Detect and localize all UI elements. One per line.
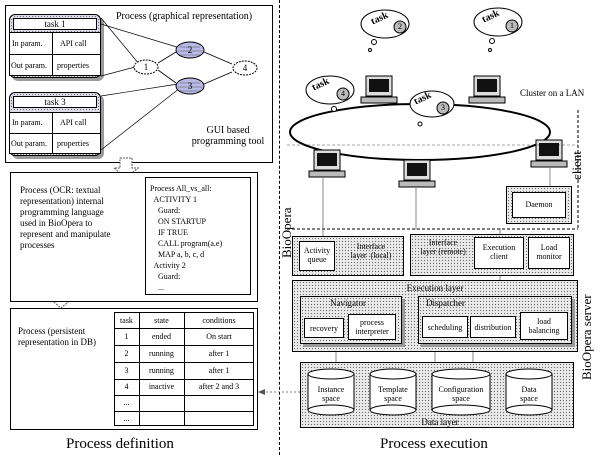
- process-definition-caption: Process definition: [66, 436, 174, 452]
- process-interpreter-box: [348, 314, 396, 340]
- task-3-properties: properties: [57, 139, 89, 148]
- db-description: Process (persistent representation in DB…: [18, 326, 96, 347]
- node-4-label: 4: [242, 63, 248, 73]
- db-header: task: [120, 316, 133, 325]
- load-balancing-box: [520, 312, 568, 340]
- activity-queue-box: [299, 241, 335, 271]
- task-number: 2: [398, 22, 402, 31]
- task-3-divider-h: [9, 133, 101, 134]
- db-cell: ...: [123, 414, 130, 423]
- load-monitor-label: Load monitor: [536, 243, 562, 261]
- configuration-space-label: Configuration space: [438, 385, 484, 403]
- task-number: 4: [341, 89, 345, 98]
- db-cell: after 2 and 3: [198, 382, 240, 391]
- recovery-box: [304, 318, 344, 338]
- instance-space-label: Instance space: [317, 385, 345, 403]
- db-header: state: [154, 316, 169, 325]
- db-table-col2: [184, 312, 185, 426]
- distribution-label: distribution: [474, 323, 512, 332]
- task-label: task: [480, 7, 502, 26]
- ocr-code-box: [145, 177, 251, 295]
- db-table-hline: [114, 362, 254, 363]
- task-number: 3: [441, 103, 445, 112]
- db-cell: On start: [206, 332, 232, 341]
- dispatcher-title: Dispatcher: [426, 298, 465, 308]
- node-3-label: 3: [187, 81, 193, 91]
- computer-icon: [398, 159, 436, 188]
- task-label: task: [369, 9, 391, 28]
- ocr-code: Process All_vs_all: ACTIVITY 1 Guard: ON…: [150, 184, 223, 292]
- cluster-label: Cluster on a LAN: [520, 88, 585, 98]
- db-cell: 4: [124, 382, 129, 391]
- task-3-api-call: API call: [60, 118, 87, 127]
- task-number: 1: [510, 21, 514, 30]
- task-3-title: task 3: [44, 97, 66, 107]
- daemon-box: [512, 192, 566, 218]
- scheduling-box: [422, 316, 468, 338]
- task-1-title: task 1: [44, 19, 66, 29]
- section-divider: [279, 0, 280, 455]
- db-table-hline: [114, 395, 254, 396]
- execution-client-box: [474, 237, 524, 269]
- db-cell: 2: [124, 349, 129, 358]
- db-cell: ...: [123, 398, 130, 407]
- task-1-api-call: API call: [60, 39, 87, 48]
- db-cell: 1: [124, 332, 129, 341]
- activity-queue-label: Activity queue: [303, 246, 331, 264]
- load-monitor-box: [528, 237, 570, 269]
- process-interpreter-label: process interpreter: [355, 318, 389, 336]
- db-table-col1: [139, 312, 140, 426]
- db-table-hline: [114, 328, 254, 329]
- task-label: task: [412, 89, 434, 108]
- task-3-title-bar: [13, 96, 97, 108]
- db-cell: after 1: [208, 366, 230, 375]
- task-1-divider-h: [9, 54, 101, 55]
- task-1-properties: properties: [57, 61, 89, 70]
- db-cell: inactive: [148, 382, 175, 391]
- task-1-in-param: In param.: [12, 39, 43, 48]
- db-cell: 3: [124, 366, 129, 375]
- execution-client-label: Execution client: [482, 243, 516, 261]
- graphical-panel-title: Process (graphical representation): [116, 11, 253, 22]
- client-label: client: [569, 151, 584, 180]
- computer-icon: [530, 139, 568, 168]
- node-1-label: 1: [143, 62, 149, 72]
- interface-local-label: Interface layer (local): [350, 242, 392, 260]
- task-3-out-param: Out param.: [11, 139, 47, 148]
- computer-icon: [308, 149, 346, 178]
- data-space-label: Data space: [520, 385, 538, 403]
- db-table-hline: [114, 345, 254, 346]
- db-header: conditions: [202, 316, 236, 325]
- process-execution-caption: Process execution: [380, 436, 488, 452]
- navigator-title: Navigator: [330, 298, 366, 308]
- db-cell: ended: [151, 332, 172, 341]
- computer-icon: [468, 75, 506, 104]
- recovery-label: recovery: [310, 324, 338, 333]
- db-table-hline: [114, 411, 254, 412]
- load-balancing-label: load balancing: [528, 317, 560, 335]
- execution-layer-title: Execution layer: [406, 283, 464, 293]
- daemon-label: Daemon: [525, 200, 553, 209]
- distribution-box: [470, 316, 516, 338]
- data-layer-title: Data layer: [421, 417, 459, 427]
- ocr-description: Process (OCR: textual representation) in…: [20, 185, 111, 250]
- db-cell: after 1: [208, 349, 230, 358]
- lan-ring: [289, 103, 551, 161]
- db-cell: running: [149, 366, 174, 375]
- task-1-out-param: Out param.: [11, 61, 47, 70]
- interface-remote-label: Interface layer (remote): [420, 238, 466, 256]
- computer-icon: [360, 75, 398, 104]
- template-space-label: Template space: [378, 385, 408, 403]
- task-3-in-param: In param.: [12, 118, 43, 127]
- scheduling-label: scheduling: [427, 323, 463, 332]
- task-label: task: [310, 75, 332, 94]
- db-table-hline: [114, 379, 254, 380]
- gui-tool-label: GUI based programming tool: [191, 125, 265, 147]
- node-2-label: 2: [187, 45, 193, 55]
- db-cell: running: [149, 349, 174, 358]
- task-1-title-bar: [13, 18, 97, 30]
- bioopera-server-label: BioOpera server: [579, 294, 594, 380]
